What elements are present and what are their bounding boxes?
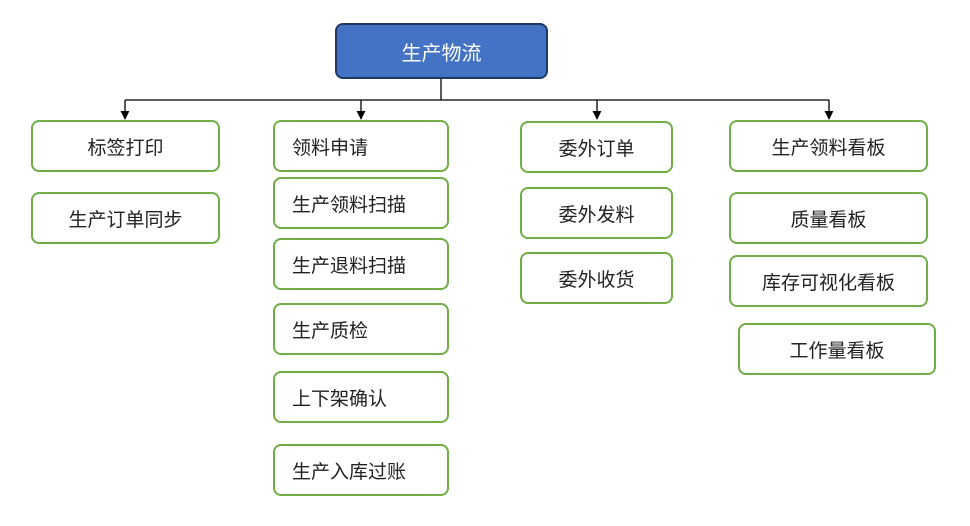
node-production-picking-board[interactable]: 生产领料看板 xyxy=(729,120,928,172)
node-production-return-scan[interactable]: 生产退料扫描 xyxy=(273,238,449,290)
node-workload-board[interactable]: 工作量看板 xyxy=(738,323,936,375)
node-outsourcing-issue[interactable]: 委外发料 xyxy=(520,187,673,239)
node-outsourcing-order[interactable]: 委外订单 xyxy=(520,121,673,173)
node-inventory-visual-board[interactable]: 库存可视化看板 xyxy=(729,255,928,307)
node-shelf-confirm[interactable]: 上下架确认 xyxy=(273,371,449,423)
node-material-request[interactable]: 领料申请 xyxy=(273,120,449,172)
node-quality-board[interactable]: 质量看板 xyxy=(729,192,928,244)
node-production-order-sync[interactable]: 生产订单同步 xyxy=(31,192,220,244)
node-production-inbound-posting[interactable]: 生产入库过账 xyxy=(273,444,449,496)
node-outsourcing-receipt[interactable]: 委外收货 xyxy=(520,252,673,304)
node-label-print[interactable]: 标签打印 xyxy=(31,120,220,172)
root-node[interactable]: 生产物流 xyxy=(335,23,548,79)
node-production-picking-scan[interactable]: 生产领料扫描 xyxy=(273,177,449,229)
node-production-qc[interactable]: 生产质检 xyxy=(273,303,449,355)
